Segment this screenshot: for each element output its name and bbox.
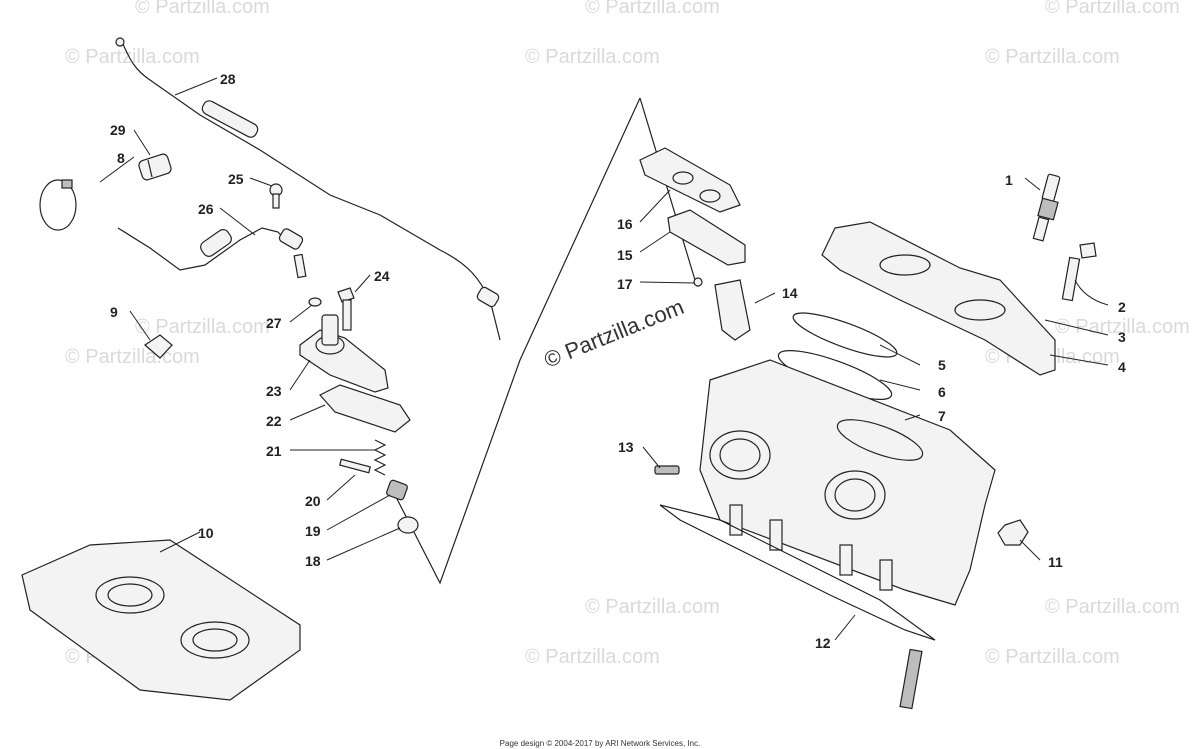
part-7-cylinder-block[interactable]: [699, 359, 996, 606]
part-14-sleeve[interactable]: [714, 279, 751, 341]
page-footer: Page design © 2004-2017 by ARI Network S…: [499, 739, 701, 748]
part-17-fitting[interactable]: [693, 277, 703, 287]
callout-13: 13: [618, 439, 634, 455]
part-23-housing[interactable]: [299, 314, 389, 393]
callout-5: 5: [938, 357, 946, 373]
assembly-bracket-line: [394, 97, 641, 585]
watermark: © Partzilla.com: [1045, 596, 1180, 618]
part-15-gasket[interactable]: [667, 209, 746, 266]
watermark: © Partzilla.com: [65, 46, 200, 68]
watermark: © Partzilla.com: [985, 646, 1120, 668]
callout-9: 9: [110, 304, 118, 320]
callout-6: 6: [938, 384, 946, 400]
part-21-spring[interactable]: [373, 439, 387, 476]
part-25-bolt[interactable]: [269, 183, 283, 209]
callout-10: 10: [198, 525, 214, 541]
callout-18: 18: [305, 553, 321, 569]
part-1-spark-plug[interactable]: [1032, 173, 1061, 242]
callout-23: 23: [266, 383, 282, 399]
callout-15: 15: [617, 247, 633, 263]
watermark: © Partzilla.com: [585, 0, 720, 18]
callout-28: 28: [220, 71, 236, 87]
callout-17: 17: [617, 276, 633, 292]
part-29-clip[interactable]: [138, 153, 173, 181]
part-10-gasket-kit[interactable]: [21, 539, 301, 701]
watermark: © Partzilla.com: [1045, 0, 1180, 18]
watermark: © Partzilla.com: [585, 596, 720, 618]
callout-21: 21: [266, 443, 282, 459]
part-19-fitting[interactable]: [386, 479, 408, 501]
watermark: © Partzilla.com: [65, 346, 200, 368]
part-9-clip[interactable]: [144, 334, 173, 359]
callout-1: 1: [1005, 172, 1013, 188]
assembly-bracket-line: [639, 97, 696, 281]
callout-27: 27: [266, 315, 282, 331]
callout-12: 12: [815, 635, 831, 651]
callout-20: 20: [305, 493, 321, 509]
callout-11: 11: [1048, 554, 1063, 570]
part-5-o-ring[interactable]: [789, 305, 901, 365]
part-12-base-gasket[interactable]: [659, 504, 936, 641]
part-20-screw[interactable]: [338, 458, 372, 474]
callout-7: 7: [938, 408, 946, 424]
part-27-washer[interactable]: [308, 297, 322, 307]
callout-labels: 1 2 3 4 5 6 7 11 12 13 14 15 16 17 28 29…: [110, 71, 1126, 651]
callout-25: 25: [228, 171, 244, 187]
callout-4: 4: [1118, 359, 1126, 375]
callout-26: 26: [198, 201, 214, 217]
callout-19: 19: [305, 523, 321, 539]
part-18-seal[interactable]: [397, 516, 419, 534]
part-13-stud[interactable]: [654, 465, 680, 475]
part-11-nut[interactable]: [997, 519, 1029, 546]
watermark: © Partzilla.com: [525, 46, 660, 68]
callout-14: 14: [782, 285, 798, 301]
leader-lines: [99, 77, 1109, 641]
callout-8: 8: [117, 150, 125, 166]
callout-22: 22: [266, 413, 282, 429]
watermark: © Partzilla.com: [525, 646, 660, 668]
watermark: © Partzilla.com: [985, 46, 1120, 68]
part-8-band-clamp[interactable]: [39, 179, 77, 231]
callout-2: 2: [1118, 299, 1126, 315]
part-26-choke-cable[interactable]: [117, 227, 307, 279]
watermark: © Partzilla.com: [135, 0, 270, 18]
part-24-bolt[interactable]: [337, 287, 355, 331]
part-2-bolt[interactable]: [1061, 242, 1097, 302]
center-watermark: © Partzilla.com: [541, 294, 688, 373]
callout-3: 3: [1118, 329, 1126, 345]
watermark: © Partzilla.com: [1055, 316, 1190, 338]
watermark: © Partzilla.com: [135, 316, 270, 338]
callout-16: 16: [617, 216, 633, 232]
part-22-gasket[interactable]: [319, 384, 411, 433]
part-28-cable[interactable]: [115, 37, 501, 341]
part-4-head-cover[interactable]: [821, 221, 1056, 376]
cylinder-stud[interactable]: [899, 648, 923, 710]
callout-29: 29: [110, 122, 126, 138]
callout-24: 24: [374, 268, 390, 284]
part-16-flange[interactable]: [639, 147, 741, 213]
